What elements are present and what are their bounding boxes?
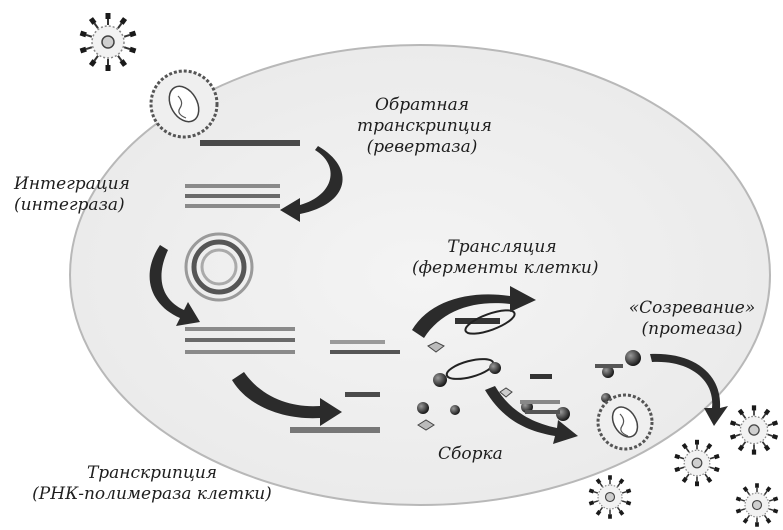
- budding-virion: [598, 395, 652, 449]
- transcription-line1: Транскрипция: [2, 463, 302, 484]
- label-translation: Трансляция (ферменты клетки): [412, 237, 592, 279]
- maturation-line1: «Созревание»: [622, 298, 762, 319]
- translation-line2: (ферменты клетки): [412, 258, 592, 279]
- transcription-line2: (РНК-полимераза клетки): [2, 484, 302, 505]
- label-assembly: Сборка: [438, 444, 503, 465]
- virus-entry-particle: [151, 71, 217, 137]
- reverse-transcription-line2: транскрипция: [357, 116, 487, 137]
- virion-released-4: [736, 483, 779, 527]
- virion-entering: [80, 13, 137, 71]
- integration-line2: (интеграза): [14, 195, 130, 216]
- virion-released-3: [589, 475, 632, 519]
- viral-rna-strand: [200, 140, 300, 146]
- virion-released-2: [674, 440, 719, 486]
- assembly-text: Сборка: [438, 444, 503, 465]
- reverse-transcription-line1: Обратная: [357, 95, 487, 116]
- viral-dsdna: [185, 184, 280, 208]
- label-maturation: «Созревание» (протеаза): [622, 298, 762, 340]
- translation-line1: Трансляция: [412, 237, 592, 258]
- label-reverse-transcription: Обратная транскрипция (ревертаза): [357, 95, 487, 158]
- integration-line1: Интеграция: [14, 174, 130, 195]
- reverse-transcription-line3: (ревертаза): [357, 137, 487, 158]
- label-transcription: Транскрипция (РНК-полимераза клетки): [2, 463, 302, 505]
- label-integration: Интеграция (интеграза): [14, 174, 130, 216]
- virion-released-1: [730, 405, 778, 454]
- maturation-line2: (протеаза): [622, 319, 762, 340]
